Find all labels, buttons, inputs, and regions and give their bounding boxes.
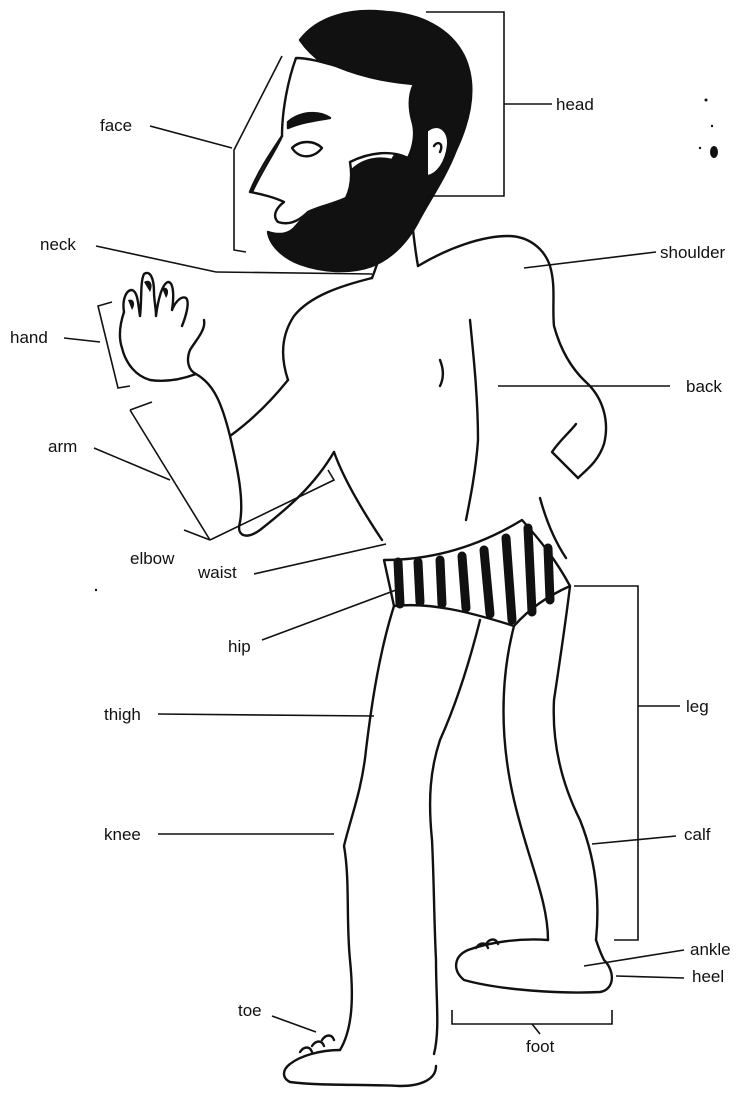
label-neck: neck (40, 235, 76, 254)
hand-fingers (123, 273, 187, 326)
hand-bracket (98, 302, 130, 388)
back-arm (552, 424, 578, 478)
label-waist: waist (197, 563, 237, 582)
label-foot: foot (526, 1037, 555, 1056)
back-leg (504, 586, 598, 940)
heel-leader (616, 976, 684, 978)
foot-leader (532, 1024, 540, 1034)
label-elbow: elbow (130, 549, 175, 568)
label-knee: knee (104, 825, 141, 844)
label-ankle: ankle (690, 940, 731, 959)
hip-leader (262, 590, 396, 640)
label-head: head (556, 95, 594, 114)
label-hand: hand (10, 328, 48, 347)
leg-bracket (574, 586, 638, 940)
neck-leader-2 (216, 272, 372, 274)
neck-leader (96, 246, 216, 272)
label-shoulder: shoulder (660, 243, 726, 262)
label-leg: leg (686, 697, 709, 716)
hand-leader (64, 338, 100, 342)
arm-leader (94, 448, 170, 480)
label-thigh: thigh (104, 705, 141, 724)
ankle-leader (584, 950, 684, 966)
face-leader (150, 126, 232, 148)
label-arm: arm (48, 437, 77, 456)
front-foot (284, 1050, 436, 1086)
label-toe: toe (238, 1001, 262, 1020)
back-outline (283, 236, 606, 478)
label-hip: hip (228, 637, 251, 656)
thigh-leader (158, 714, 374, 716)
swim-trunks (384, 520, 570, 626)
label-heel: heel (692, 967, 724, 986)
label-back: back (686, 377, 722, 396)
calf-leader (592, 836, 676, 844)
front-leg (340, 606, 480, 1054)
label-calf: calf (684, 825, 711, 844)
arm-bracket (130, 402, 334, 540)
waist-leader (254, 544, 386, 574)
label-face: face (100, 116, 132, 135)
arm-outline (120, 312, 334, 536)
foot-bracket (452, 1010, 612, 1024)
toe-leader (272, 1016, 316, 1032)
spine (466, 320, 478, 520)
